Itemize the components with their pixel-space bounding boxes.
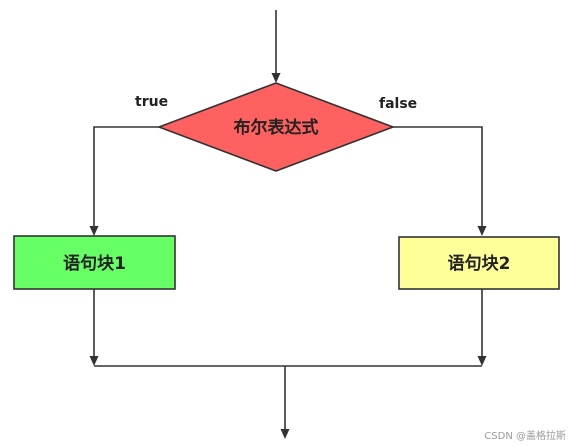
statement-block-2 <box>398 236 560 290</box>
false-branch-connector <box>393 126 483 226</box>
statement-block-1-label: 语句块1 <box>63 253 126 274</box>
true-branch-connector <box>93 126 159 226</box>
false-branch-arrowhead <box>477 226 487 236</box>
false-branch-label: false <box>379 96 417 112</box>
block1-merge-arrowhead <box>89 356 99 366</box>
decision-diamond <box>156 82 396 172</box>
entry-arrowhead <box>271 73 281 83</box>
exit-arrowhead <box>280 429 290 439</box>
statement-block-2-label: 语句块2 <box>448 253 511 274</box>
statement-block-1 <box>13 235 176 290</box>
decision-label: 布尔表达式 <box>234 117 319 138</box>
true-branch-label: true <box>135 94 168 110</box>
watermark-text: CSDN @盖格拉斯 <box>484 429 566 442</box>
true-branch-arrowhead <box>89 226 99 236</box>
block2-merge-arrowhead <box>477 356 487 366</box>
